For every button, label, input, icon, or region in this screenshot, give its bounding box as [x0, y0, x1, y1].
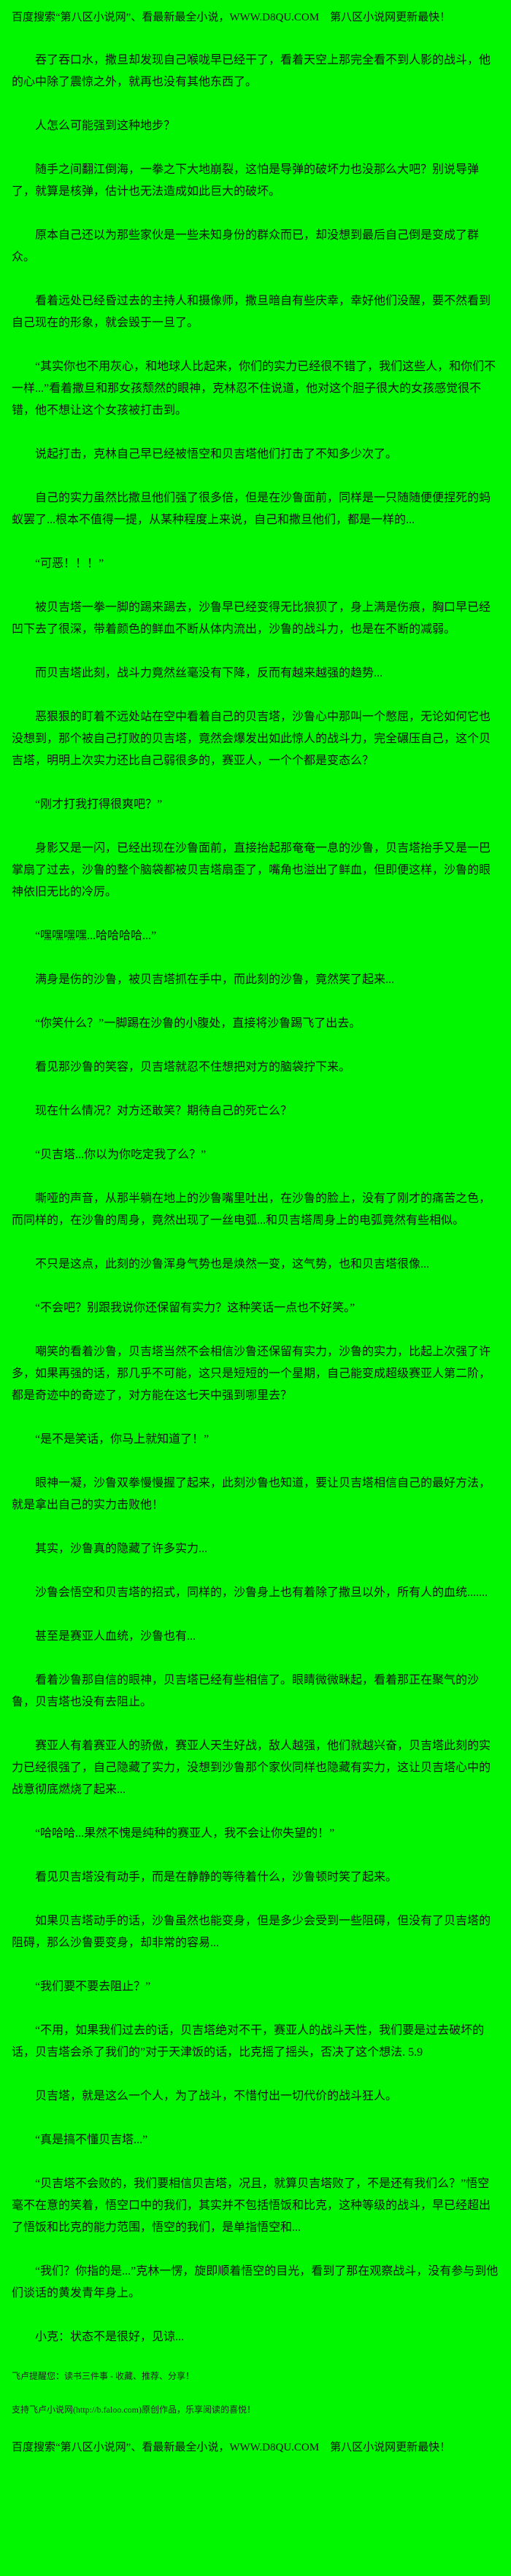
novel-content: 吞了吞口水，撒旦却发现自己喉咙早已经干了，看着天空上那完全看不到人影的战斗，他的… — [12, 50, 499, 2348]
novel-paragraph: 自己的实力虽然比撒旦他们强了很多倍，但是在沙鲁面前，同样是一只随随便便捏死的蚂蚁… — [12, 492, 491, 526]
faloo-reminder: 飞卢提醒您：读书三件事 - 收藏、推荐、分享！ — [12, 2371, 194, 2381]
novel-paragraph: 不只是这点，此刻的沙鲁浑身气势也是焕然一变，这气势，也和贝吉塔很像... — [35, 1258, 430, 1270]
novel-paragraph: 赛亚人有着赛亚人的骄傲，赛亚人天生好战，敌人越强，他们就越兴奋，贝吉塔此刻的实力… — [12, 1740, 491, 1796]
novel-paragraph: 贝吉塔，就是这么一个人，为了战斗，不惜付出一切代价的战斗狂人。 — [35, 2090, 398, 2102]
novel-paragraph: 沙鲁会悟空和贝吉塔的招式，同样的，沙鲁身上也有着除了撒旦以外，所有人的血统...… — [35, 1586, 488, 1599]
novel-paragraph: “不会吧？别跟我说你还保留有实力？这种笑话一点也不好笑。” — [35, 1302, 356, 1314]
novel-paragraph: “哈哈哈...果然不愧是纯种的赛亚人，我不会让你失望的！” — [35, 1827, 335, 1840]
novel-paragraph: 看见贝吉塔没有动手，而是在静静的等待着什么，沙鲁顿时笑了起来。 — [35, 1871, 398, 1883]
novel-paragraph: 嘲笑的看着沙鲁，贝吉塔当然不会相信沙鲁还保留有实力，沙鲁的实力，比起上次强了许多… — [12, 1346, 491, 1402]
site-header: 百度搜索“第八区小说网”、看最新最全小说，WWW.D8QU.COM 第八区小说网… — [12, 12, 451, 23]
novel-paragraph: 说起打击，克林自己早已经被悟空和贝吉塔他们打击了不知多少次了。 — [35, 448, 398, 460]
novel-paragraph: 身影又是一闪，已经出现在沙鲁面前，直接抬起那奄奄一息的沙鲁，贝吉塔抬手又是一巴掌… — [12, 842, 491, 898]
novel-paragraph: “我们要不要去阻止？” — [35, 1981, 151, 1993]
novel-paragraph: “真是搞不懂贝吉塔...” — [35, 2134, 148, 2146]
novel-paragraph: 嘶哑的声音，从那半躺在地上的沙鲁嘴里吐出，在沙鲁的脸上，没有了刚才的痛苦之色，而… — [12, 1192, 491, 1227]
faloo-support: 支持飞卢小说网(http://b.faloo.com)原创作品，乐享阅读的喜悦！ — [12, 2405, 256, 2415]
novel-paragraph: “刚才打我打得很爽吧？” — [35, 798, 163, 811]
novel-paragraph: 满身是伤的沙鲁，被贝吉塔抓在手中，而此刻的沙鲁，竟然笑了起来... — [35, 973, 395, 986]
novel-paragraph: 吞了吞口水，撒旦却发现自己喉咙早已经干了，看着天空上那完全看不到人影的战斗，他的… — [12, 54, 491, 88]
novel-paragraph: “贝吉塔...你以为你吃定我了么？” — [35, 1149, 207, 1161]
novel-paragraph: 现在什么情况？对方还敢笑？期待自己的死亡么？ — [35, 1105, 293, 1117]
novel-paragraph: “是不是笑话，你马上就知道了！” — [35, 1433, 210, 1446]
novel-paragraph: 人怎么可能强到这种地步？ — [35, 120, 176, 132]
novel-paragraph: 被贝吉塔一拳一脚的踢来踢去，沙鲁早已经变得无比狼狈了，身上满是伤痕，胸口早已经凹… — [12, 601, 491, 636]
novel-paragraph: “你笑什么？”一脚踢在沙鲁的小腹处，直接将沙鲁踢飞了出去。 — [35, 1017, 361, 1030]
novel-paragraph: “其实你也不用灰心，和地球人比起来，你们的实力已经很不错了，我们这些人，和你们不… — [12, 360, 496, 417]
novel-paragraph: 而贝吉塔此刻，战斗力竟然丝毫没有下降，反而有越来越强的趋势... — [35, 667, 383, 679]
novel-paragraph: 其实，沙鲁真的隐藏了许多实力... — [35, 1543, 208, 1555]
novel-paragraph: 看见那沙鲁的笑容，贝吉塔就忍不住想把对方的脑袋拧下来。 — [35, 1061, 351, 1073]
novel-paragraph: “不用，如果我们过去的话，贝吉塔绝对不干，赛亚人的战斗天性，我们要是过去破坏的话… — [12, 2024, 485, 2059]
novel-paragraph: 随手之间翻江倒海，一拳之下大地崩裂，这怕是导弹的破坏力也没那么大吧？别说导弹了，… — [12, 163, 480, 198]
novel-paragraph: “贝吉塔不会败的，我们要相信贝吉塔，况且，就算贝吉塔败了，不是还有我们么？”悟空… — [12, 2178, 491, 2234]
novel-paragraph: “嘿嘿嘿嘿...哈哈哈哈...” — [35, 930, 157, 942]
novel-paragraph: 如果贝吉塔动手的话，沙鲁虽然也能变身，但是多少会受到一些阻碍，但没有了贝吉塔的阻… — [12, 1915, 491, 1949]
novel-paragraph: 原本自己还以为那些家伙是一些未知身份的群众而已，却没想到最后自己倒是变成了群众。 — [12, 229, 480, 263]
novel-paragraph: 眼神一凝，沙鲁双拳慢慢握了起来，此刻沙鲁也知道，要让贝吉塔相信自己的最好方法，就… — [12, 1477, 491, 1511]
novel-paragraph: “可恶！！！” — [35, 558, 104, 570]
site-footer: 百度搜索“第八区小说网”、看最新最全小说，WWW.D8QU.COM 第八区小说网… — [12, 2442, 451, 2453]
novel-paragraph: “我们？你指的是...”克林一愣，旋即顺着悟空的目光，看到了那在观察战斗，没有参… — [12, 2265, 499, 2299]
novel-paragraph: 看着远处已经昏过去的主持人和摄像师，撒旦暗自有些庆幸，幸好他们没醒，要不然看到自… — [12, 295, 491, 329]
novel-paragraph: 甚至是赛亚人血统，沙鲁也有... — [35, 1630, 196, 1643]
novel-paragraph: 小克：状态不是很好，见谅... — [35, 2331, 185, 2343]
novel-paragraph: 恶狠狠的盯着不远处站在空中看着自己的贝吉塔，沙鲁心中那叫一个憋屈，无论如何它也没… — [12, 711, 491, 767]
novel-paragraph: 看着沙鲁那自信的眼神，贝吉塔已经有些相信了。眼睛微微眯起，看着那正在聚气的沙鲁，… — [12, 1674, 480, 1708]
